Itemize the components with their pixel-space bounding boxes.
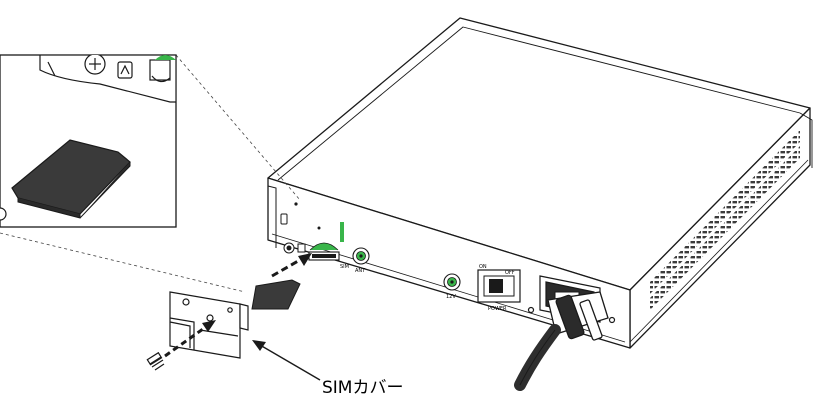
cover-hole-left xyxy=(182,298,190,306)
green-indicator xyxy=(340,222,344,242)
switch-power-label: POWER xyxy=(488,306,507,312)
ant-port-label: ANT xyxy=(355,268,366,274)
sim-cover-label: SIMカバー xyxy=(322,378,403,398)
power-cable xyxy=(514,291,609,391)
vent-grille-upper xyxy=(650,130,800,294)
zoom-inset xyxy=(0,54,177,228)
switch-on-label: ON xyxy=(479,264,487,270)
sim-cover-callout: SIMカバー xyxy=(252,340,403,398)
power-switch: ON OFF POWER xyxy=(477,264,521,312)
antenna-connector: ANT xyxy=(352,247,370,274)
sim-card xyxy=(251,279,301,310)
vent-grille-lower xyxy=(650,146,800,310)
zoom-leader-lines xyxy=(0,54,301,293)
screw-hole xyxy=(280,213,288,225)
insert-arrow xyxy=(271,253,312,278)
sim-port-label: SIM xyxy=(340,264,349,270)
cover-screw xyxy=(146,351,165,371)
switch-off-label: OFF xyxy=(505,270,515,276)
cover-hole-center xyxy=(206,314,214,322)
screw-arrow xyxy=(164,320,216,358)
status-led xyxy=(294,202,298,206)
dc-port-label: 12V xyxy=(446,294,456,300)
device-lid-seam xyxy=(277,26,801,181)
front-left-bracket xyxy=(267,185,306,254)
dc-connector: 12V xyxy=(443,273,461,300)
cover-hole-right xyxy=(227,307,233,313)
